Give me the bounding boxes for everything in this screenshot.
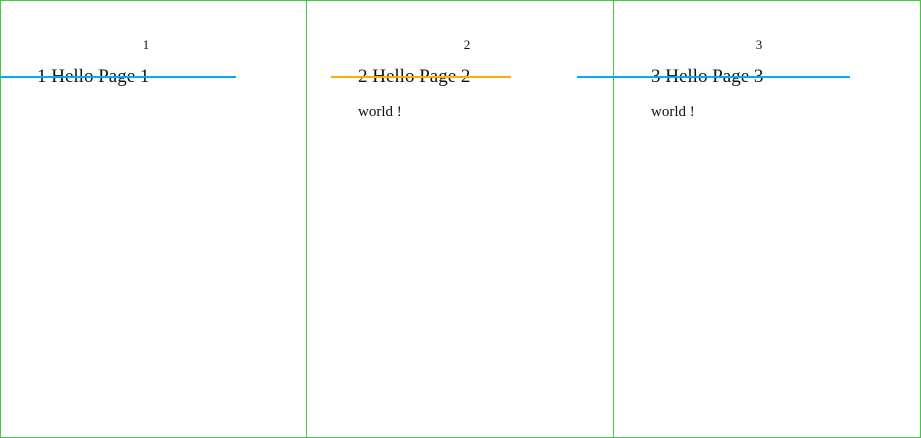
orange-line: [331, 76, 511, 78]
page-number-1: 1: [142, 37, 150, 52]
body-text-page-3: world !: [651, 104, 695, 120]
blue-line-2: [577, 76, 850, 78]
page-number-2: 2: [463, 37, 471, 52]
blue-line-1: [0, 76, 236, 78]
page-number-3: 3: [755, 37, 763, 52]
body-text-page-2: world !: [358, 104, 402, 120]
